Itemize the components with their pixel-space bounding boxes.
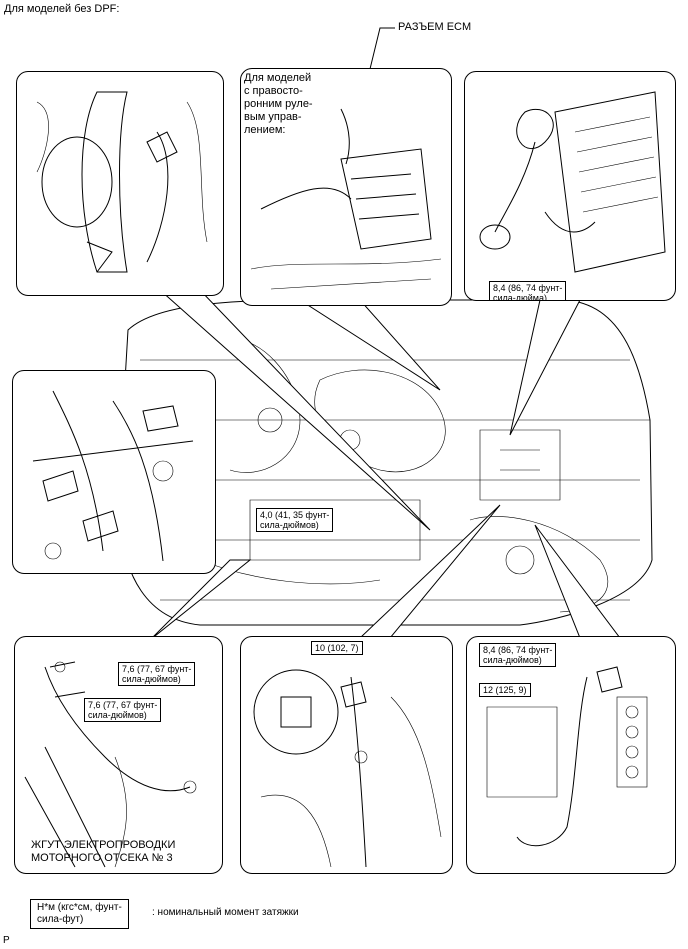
torque-spec-6: 8,4 (86, 74 фунт- сила-дюймов)	[479, 643, 557, 667]
torque-spec-1: 8,4 (86, 74 фунт- сила-дюйма)	[489, 281, 567, 300]
detail-panel-bottom-right: 8,4 (86, 74 фунт- сила-дюймов) 12 (125, …	[466, 636, 676, 874]
ecm-connector-label: РАЗЪЕМ ECM	[398, 21, 472, 33]
detail-panel-middle-left	[12, 370, 216, 574]
detail-panel-bottom-center: 10 (102, 7)	[240, 636, 453, 874]
page-marker: P	[3, 935, 10, 946]
legend-unit-box: Н*м (кгс*см, фунт- сила-фут)	[30, 899, 129, 929]
detail-panel-top-center: Для моделей с правосто- ронним руле- вым…	[240, 68, 452, 306]
torque-spec-5: 10 (102, 7)	[311, 641, 363, 655]
detail-panel-top-right: 8,4 (86, 74 фунт- сила-дюйма)	[464, 71, 676, 301]
detail-panel-top-left	[16, 71, 224, 296]
legend-description: : номинальный момент затяжки	[152, 907, 299, 918]
torque-spec-2: 4,0 (41, 35 фунт- сила-дюймов)	[256, 508, 334, 532]
harness-label: ЖГУТ ЭЛЕКТРОПРОВОДКИ МОТОРНОГО ОТСЕКА № …	[31, 839, 176, 864]
page-title: Для моделей без DPF:	[4, 3, 120, 15]
torque-spec-3: 7,6 (77, 67 фунт- сила-дюймов)	[118, 662, 196, 686]
torque-spec-7: 12 (125, 9)	[479, 683, 531, 697]
rhd-models-label: Для моделей с правосто- ронним руле- вым…	[244, 72, 313, 136]
torque-spec-4: 7,6 (77, 67 фунт- сила-дюймов)	[84, 698, 162, 722]
